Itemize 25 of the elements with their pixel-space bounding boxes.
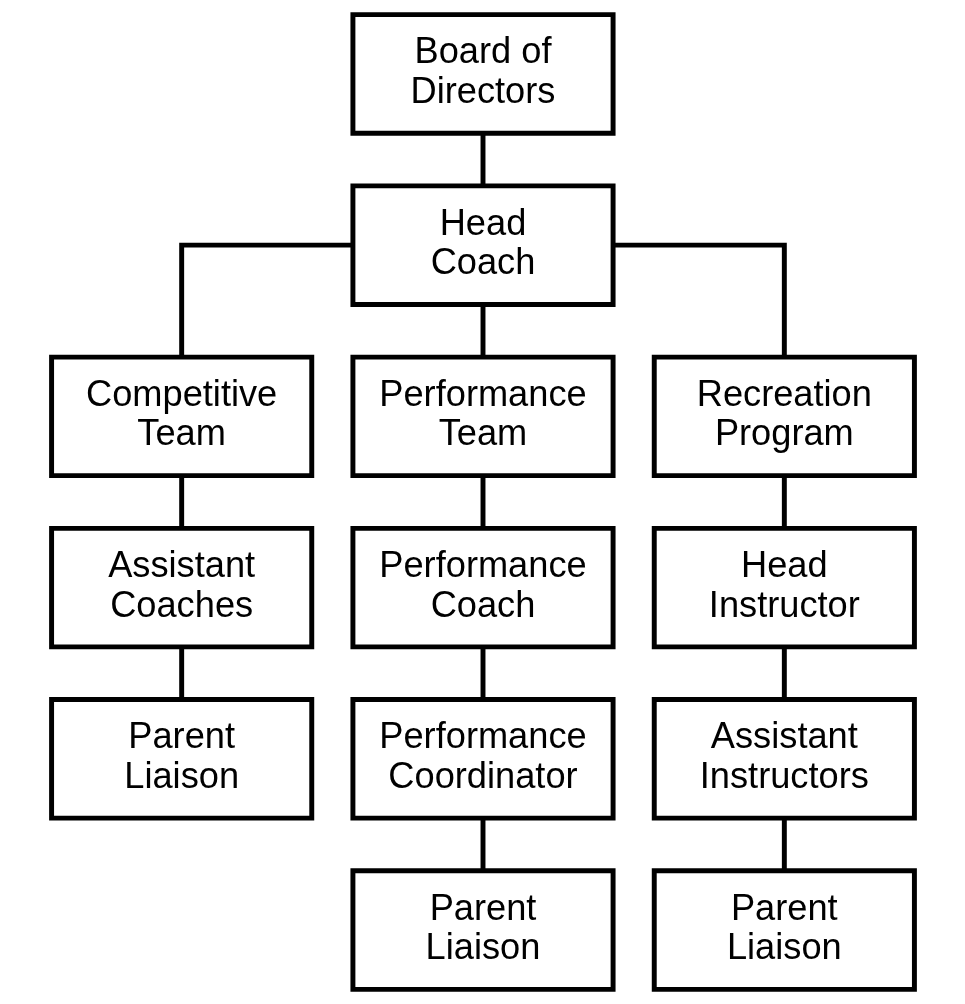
node-box: Assistant Instructors [651,697,917,821]
node-box: Competitive Team [48,354,314,479]
connector [480,647,485,700]
connector [612,242,787,357]
node-box: Board of Directors [349,12,616,136]
node-box: Performance Coach [349,525,616,650]
connector [480,475,485,529]
node-box: Parent Liaison [349,868,616,992]
node-box: Performance Coordinator [349,697,616,821]
node-box: Performance Team [349,354,616,479]
connector [781,647,787,700]
connector [178,647,184,700]
node-box: Head Instructor [651,525,917,650]
node-box: Recreation Program [651,354,917,479]
node-box: Head Coach [349,183,616,307]
connector [781,818,787,871]
connector [178,475,184,529]
node-box: Parent Liaison [48,697,314,821]
connector [480,133,485,186]
connector [781,475,787,529]
node-box: Parent Liaison [651,868,917,992]
connector [480,818,485,871]
node-box: Assistant Coaches [48,525,314,650]
connector [178,242,353,357]
connector [480,304,485,358]
